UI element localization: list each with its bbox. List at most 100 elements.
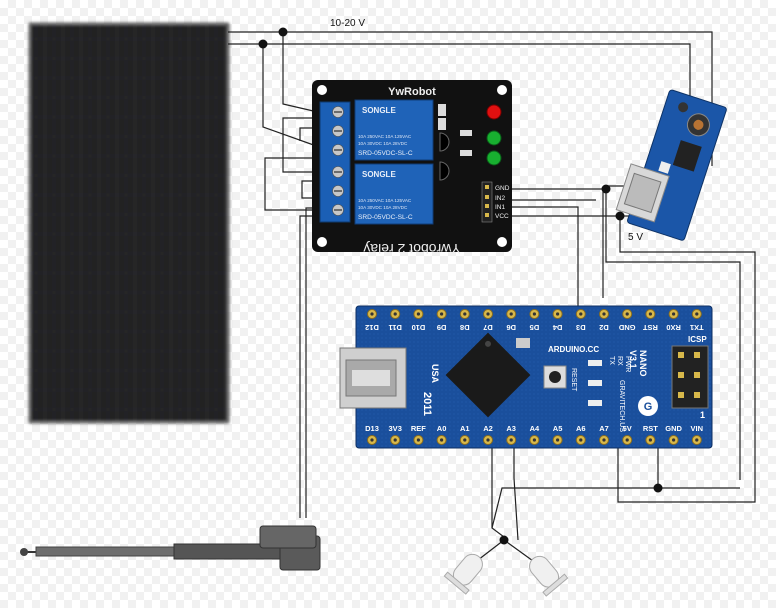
pin-hole: [393, 438, 397, 442]
pin-label-a3: A3: [506, 424, 516, 433]
pin-label-gnd: GND: [665, 424, 682, 433]
pin-label-3v3: 3V3: [389, 424, 402, 433]
pin-hole: [416, 438, 420, 442]
pin-hole: [463, 312, 467, 316]
pin-label-5v: 5V: [623, 424, 632, 433]
pin-label-d13: D13: [365, 424, 379, 433]
relay-brand: YwRobot: [388, 86, 436, 98]
linear-actuator: [20, 525, 321, 571]
pin-hole: [463, 438, 467, 442]
svg-text:ARDUINO.CC: ARDUINO.CC: [548, 345, 599, 354]
pin-hole: [532, 312, 537, 316]
solar-panel: [29, 23, 229, 423]
pin-hole: [695, 312, 699, 316]
pin-label-rst: RST: [642, 323, 657, 332]
svg-text:USA: USA: [430, 364, 440, 384]
relay-module: YwRobot SONGLE 10A 250VAC 10A 125VAC 10A…: [312, 80, 512, 257]
pin-label-a4: A4: [530, 424, 540, 433]
pin-hole: [695, 438, 699, 442]
pin-hole: [509, 312, 513, 316]
reset-button: [543, 365, 567, 389]
led-right: [529, 555, 569, 597]
pin-label-a6: A6: [576, 424, 586, 433]
relay-led-green-2: [486, 150, 502, 166]
pin-hole: [486, 438, 490, 442]
pin-label-d5: D5: [530, 323, 540, 332]
pin-label-d10: D10: [412, 323, 426, 332]
pin-hole: [440, 438, 444, 442]
pin-hole: [579, 312, 583, 316]
pin-label-a2: A2: [483, 424, 493, 433]
svg-text:2011: 2011: [421, 392, 433, 416]
relay-terminal-block: [319, 101, 351, 223]
pin-hole: [672, 438, 676, 442]
pin-label-gnd: GND: [618, 323, 635, 332]
icsp-header: [671, 345, 709, 409]
pin-label-d4: D4: [552, 323, 562, 332]
pin-hole: [648, 438, 653, 442]
svg-text:V3.1: V3.1: [628, 350, 638, 369]
voltage-regulator: [615, 89, 727, 241]
pin-hole: [556, 312, 560, 316]
wires: [228, 31, 756, 567]
pin-hole: [672, 312, 676, 316]
led-left: [443, 553, 483, 595]
svg-text:ICSP: ICSP: [688, 335, 707, 344]
pin-gnd: GND: [495, 185, 510, 192]
pin-hole: [648, 312, 653, 316]
svg-text:10A 250VAC 10A 125VAC: 10A 250VAC 10A 125VAC: [358, 198, 412, 203]
pin-label-vin: VIN: [691, 424, 704, 433]
pin-label-a0: A0: [437, 424, 447, 433]
pin-label-rst: RST: [643, 424, 658, 433]
svg-text:1: 1: [700, 410, 705, 420]
pin-hole: [602, 438, 606, 442]
pin-label-tx1: TX1: [690, 323, 704, 332]
pin-hole: [556, 438, 560, 442]
pin-label-a5: A5: [553, 424, 563, 433]
pin-label-d7: D7: [483, 323, 493, 332]
svg-text:PWR: PWR: [624, 356, 631, 372]
pin-hole: [509, 438, 513, 442]
gravitech-logo: [638, 396, 658, 416]
relay-led-green-1: [486, 130, 502, 146]
usb-connector: [339, 347, 407, 409]
pin-hole: [625, 438, 629, 442]
pin-label-d12: D12: [365, 323, 379, 332]
relay-control-header: GND IN2 IN1 VCC: [481, 181, 510, 223]
pin-label-d8: D8: [460, 323, 470, 332]
microcontroller-chip: [445, 332, 531, 418]
pin-label-a1: A1: [460, 424, 470, 433]
supply-voltage-label: 10-20 V: [330, 18, 365, 29]
svg-text:SONGLE: SONGLE: [362, 170, 396, 179]
junction-dots: [258, 27, 663, 545]
svg-text:SONGLE: SONGLE: [362, 106, 396, 115]
regulated-voltage-label: 5 V: [628, 232, 643, 243]
pin-hole: [416, 312, 420, 316]
pin-label-d2: D2: [599, 323, 609, 332]
svg-text:10A 30VDC 10A 28VDC: 10A 30VDC 10A 28VDC: [358, 141, 408, 146]
pin-hole: [370, 312, 374, 316]
svg-text:SRD-05VDC-SL-C: SRD-05VDC-SL-C: [358, 150, 413, 157]
svg-text:GRAVITECH.US: GRAVITECH.US: [618, 380, 625, 432]
pin-hole: [440, 312, 444, 316]
pin-label-ref: REF: [411, 424, 426, 433]
pin-in2: IN2: [495, 195, 506, 202]
svg-text:RX: RX: [616, 356, 623, 366]
pin-hole: [486, 312, 490, 316]
pin-in1: IN1: [495, 204, 506, 211]
pin-label-d9: D9: [437, 323, 447, 332]
svg-text:10A 250VAC 10A 125VAC: 10A 250VAC 10A 125VAC: [358, 134, 412, 139]
relay-1: SONGLE 10A 250VAC 10A 125VAC 10A 30VDC 1…: [354, 99, 434, 161]
pin-hole: [579, 438, 583, 442]
svg-text:TX: TX: [608, 356, 615, 365]
pin-hole: [393, 312, 397, 316]
pin-label-d3: D3: [576, 323, 586, 332]
pin-hole: [532, 438, 537, 442]
svg-text:10A 30VDC 10A 28VDC: 10A 30VDC 10A 28VDC: [358, 205, 408, 210]
pin-vcc: VCC: [495, 213, 509, 220]
svg-text:NANO: NANO: [638, 350, 648, 377]
